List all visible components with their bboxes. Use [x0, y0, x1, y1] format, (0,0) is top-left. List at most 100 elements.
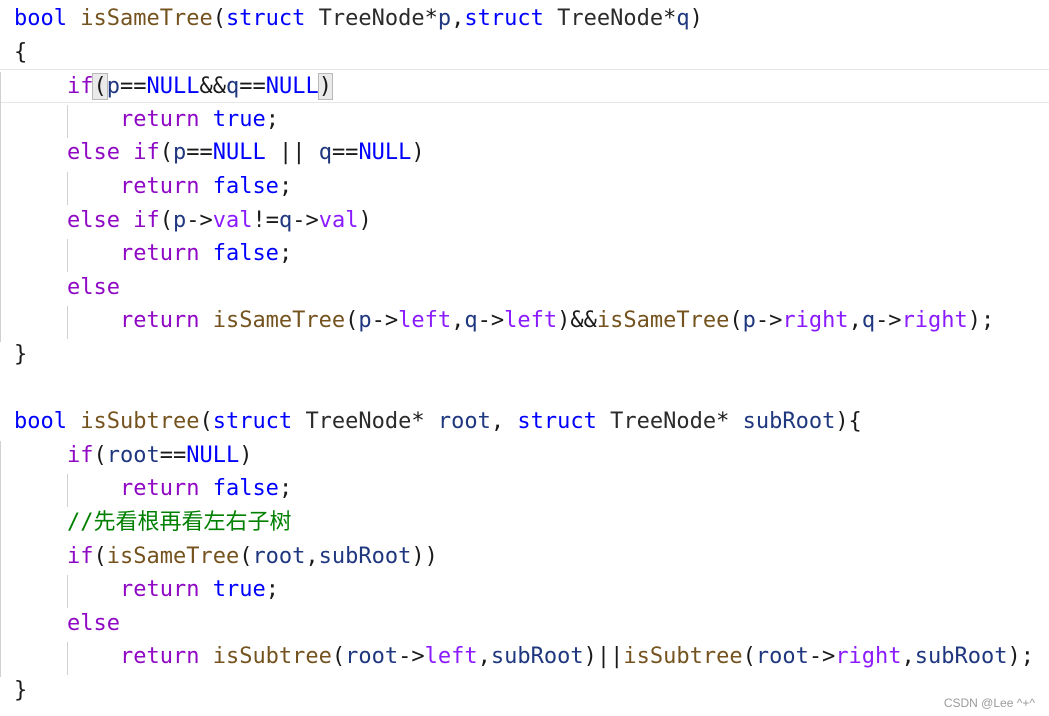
code-line[interactable]: if(root==NULL) [14, 439, 1049, 473]
code-token: p [172, 207, 187, 233]
code-token: ) [689, 6, 703, 31]
code-token: ( [239, 543, 253, 569]
code-token: root [755, 644, 809, 670]
code-token: * [411, 409, 438, 435]
code-line[interactable]: //先看根再看左右子树 [14, 506, 1049, 540]
code-token: TreeNode [318, 6, 425, 31]
code-token [199, 107, 212, 132]
code-token: struct [225, 6, 306, 31]
code-line[interactable]: return false; [14, 170, 1049, 204]
code-token: ( [159, 140, 173, 166]
code-line[interactable]: else if(p==NULL || q==NULL) [14, 136, 1049, 170]
code-line[interactable]: if(isSameTree(root,subRoot)) [14, 540, 1049, 574]
code-token: if [66, 543, 94, 569]
code-line[interactable] [14, 372, 1049, 406]
code-token: * [424, 6, 438, 31]
code-token: == [159, 442, 187, 468]
code-token: root [106, 442, 160, 468]
code-token [199, 577, 212, 602]
code-token: q [861, 308, 876, 334]
code-line[interactable]: return true; [14, 103, 1049, 137]
code-token: -> [875, 308, 902, 334]
code-token: NULL [146, 74, 200, 100]
code-token: isSubtree [623, 644, 743, 670]
code-token: p [358, 308, 372, 334]
code-token: ); [967, 308, 995, 334]
code-token [544, 6, 557, 31]
code-token: struct [212, 409, 293, 435]
code-line[interactable]: } [14, 338, 1049, 372]
code-line[interactable]: if(p==NULL&&q==NULL) [0, 69, 1049, 103]
code-token: right [782, 308, 849, 334]
code-token: struct [464, 6, 544, 31]
code-line[interactable]: return false; [14, 472, 1049, 506]
code-token: right [901, 308, 968, 334]
code-token [14, 544, 67, 569]
code-token: NULL [265, 74, 319, 100]
code-token: , [901, 644, 915, 670]
code-token [120, 208, 133, 233]
code-token: -> [292, 207, 319, 233]
code-token: return [119, 476, 200, 502]
code-line[interactable]: bool isSameTree(struct TreeNode*p,struct… [14, 2, 1049, 36]
code-line[interactable]: return false; [14, 237, 1049, 271]
code-token: TreeNode [610, 409, 717, 435]
code-token: return [119, 173, 200, 199]
code-token: return [119, 241, 200, 267]
code-line[interactable]: bool isSubtree(struct TreeNode* root, st… [14, 405, 1049, 439]
code-token: } [14, 677, 28, 703]
code-token: struct [517, 409, 597, 435]
code-token: } [14, 341, 28, 367]
code-token: -> [371, 308, 399, 334]
code-token: return [119, 308, 200, 334]
code-line[interactable]: else [14, 271, 1049, 305]
code-token: q [464, 308, 478, 334]
code-token: -> [186, 207, 213, 233]
indent-guide [67, 105, 68, 138]
code-token: ( [742, 644, 756, 670]
code-token: , [451, 6, 465, 31]
code-token: true [212, 577, 266, 603]
code-token: bool [14, 6, 67, 31]
code-token [199, 174, 212, 199]
code-line[interactable]: else if(p->val!=q->val) [14, 204, 1049, 238]
code-line[interactable]: return isSameTree(p->left,q->left)&&isSa… [14, 304, 1049, 338]
code-token: isSubtree [212, 644, 332, 670]
code-token: ( [729, 308, 743, 334]
code-token: else [66, 140, 120, 166]
watermark: CSDN @Lee ^+^ [943, 696, 1035, 710]
code-token [120, 140, 133, 165]
code-token [14, 140, 67, 165]
code-token: else [66, 610, 120, 636]
code-token: , [305, 543, 319, 569]
code-token: * [716, 409, 743, 435]
code-token [597, 409, 610, 434]
code-token: ( [199, 409, 213, 435]
code-line[interactable]: return isSubtree(root->left,subRoot)||is… [14, 640, 1049, 674]
code-line[interactable]: } [14, 674, 1049, 708]
code-token: subRoot [914, 644, 1008, 670]
code-line[interactable]: return true; [14, 573, 1049, 607]
code-token: left [504, 308, 558, 334]
indent-guide [67, 474, 68, 507]
code-line[interactable]: { [14, 36, 1049, 70]
code-token: , [490, 409, 518, 435]
code-token: return [119, 577, 200, 603]
code-token: ) [317, 73, 333, 101]
code-token [14, 443, 67, 468]
code-token: )) [411, 543, 438, 569]
code-token: subRoot [490, 644, 584, 670]
code-token: isSameTree [596, 308, 730, 334]
code-token: ) [239, 442, 253, 468]
code-line[interactable]: else [14, 607, 1049, 641]
code-token: || [265, 140, 319, 166]
indent-guide [67, 642, 68, 675]
code-token: p [106, 74, 120, 100]
code-token: ; [278, 173, 293, 199]
code-token: root [437, 409, 491, 435]
code-token: val [318, 207, 359, 233]
code-token: , [848, 308, 862, 334]
code-token: { [14, 39, 28, 65]
